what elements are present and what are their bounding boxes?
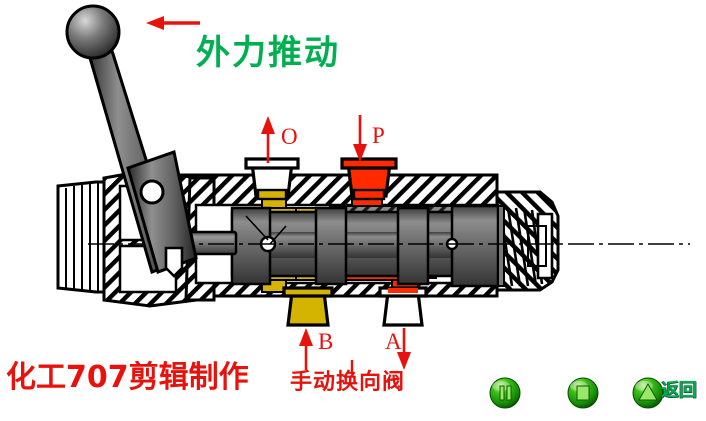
spring-guide bbox=[527, 225, 547, 267]
port-label-O: O bbox=[281, 124, 298, 149]
spool-lands bbox=[230, 204, 500, 288]
port-P bbox=[340, 157, 398, 201]
stop-icon bbox=[576, 385, 590, 401]
port-O bbox=[244, 157, 300, 201]
leader-line-left2 bbox=[269, 225, 287, 245]
pause-button[interactable] bbox=[489, 377, 521, 409]
port-O-arrow bbox=[261, 116, 275, 163]
lever-knob bbox=[65, 4, 121, 60]
port-label-P: P bbox=[372, 123, 385, 148]
port-label-B: B bbox=[318, 329, 334, 354]
port-A-arrow bbox=[397, 328, 411, 370]
lever-pivot-pin bbox=[139, 179, 165, 205]
return-spring bbox=[498, 207, 544, 287]
spring-seat-left bbox=[497, 205, 505, 287]
external-force-label: 外力推动 bbox=[196, 33, 340, 73]
port-B bbox=[282, 286, 334, 327]
watermark-credit: 化工707剪辑制作 bbox=[6, 360, 249, 395]
port-A bbox=[378, 286, 428, 327]
control-lever[interactable] bbox=[65, 4, 198, 278]
pause-icon bbox=[499, 385, 512, 401]
lever-fork-slot bbox=[164, 246, 184, 278]
return-button-label[interactable]: 返回 bbox=[661, 380, 697, 401]
external-force-arrow bbox=[146, 16, 200, 30]
stop-button[interactable] bbox=[567, 377, 599, 409]
port-B-arrow bbox=[299, 328, 313, 370]
return-button[interactable] bbox=[632, 377, 664, 409]
diagram-title: 手动换向阀 bbox=[290, 370, 406, 395]
triangle-up-icon bbox=[638, 382, 658, 401]
leader-line-left bbox=[245, 215, 269, 241]
port-label-A: A bbox=[385, 329, 402, 354]
port-P-arrow bbox=[353, 115, 367, 162]
